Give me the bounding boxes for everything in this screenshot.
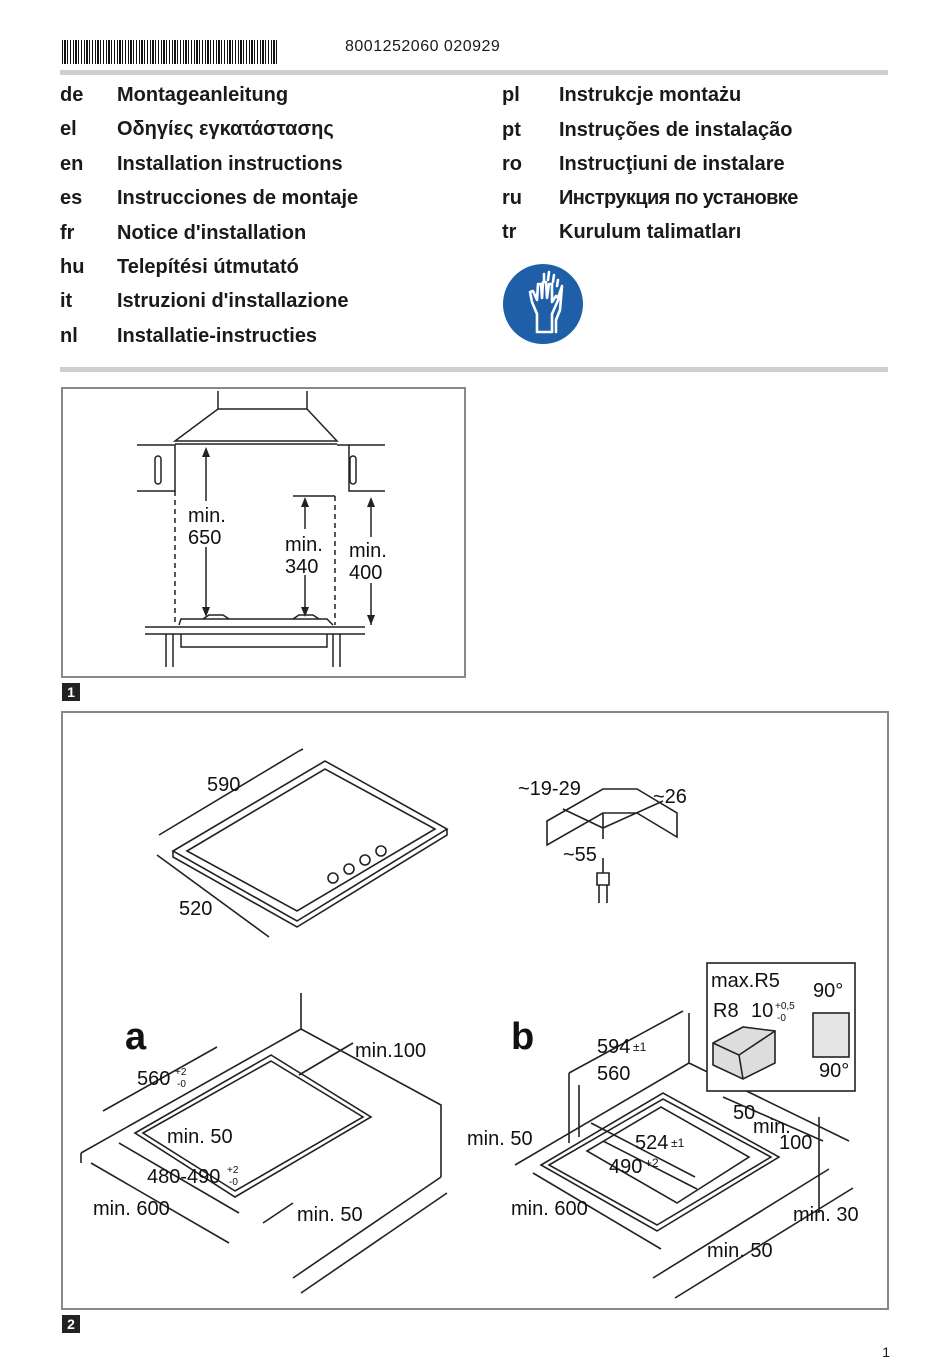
dim-26: ~26 [653, 786, 687, 808]
section-divider [60, 367, 888, 372]
detail-angle-top: 90° [813, 980, 843, 1002]
dim-594: 594 [597, 1036, 630, 1058]
dim-590: 590 [207, 774, 240, 796]
dim-min600: min. 600 [93, 1198, 170, 1220]
detail-10: 10 [751, 1000, 773, 1022]
dim-524: 524 [635, 1132, 668, 1154]
dim-min50-b: min. 50 [297, 1204, 363, 1226]
dim-min30: min. 30 [793, 1204, 859, 1226]
dim-50: 50 [733, 1102, 755, 1124]
dim-560-b: 560 [597, 1063, 630, 1085]
tol-594: ±1 [633, 1040, 647, 1054]
figure-1-number: 1 [62, 683, 80, 701]
label-400: 400 [349, 562, 382, 584]
dim-min50: min. 50 [167, 1126, 233, 1148]
hood-clearance-diagram: min. 650 min. 340 min. 400 [137, 391, 397, 667]
detail-10-tol-bot: -0 [777, 1013, 786, 1024]
tol-560-bot: -0 [177, 1079, 186, 1090]
label-min: min. [285, 534, 323, 556]
figure-2-number: 2 [62, 1315, 80, 1333]
dim-490: 490 [609, 1156, 642, 1178]
figure-2-frame: 590 520 ~19-29 ~26 ~55 a min.100 560 +2 … [61, 711, 889, 1310]
dim-560: 560 [137, 1068, 170, 1090]
barcode [62, 40, 278, 64]
panel-b-letter: b [511, 1016, 534, 1058]
detail-r8: R8 [713, 1000, 739, 1022]
label-min: min. [188, 505, 226, 527]
dim-min600-b: min. 600 [511, 1198, 588, 1220]
detail-10-tol-top: +0,5 [775, 1001, 795, 1012]
tol-560-top: +2 [175, 1067, 187, 1078]
tol-524: ±1 [671, 1136, 685, 1150]
dim-min50-bottom: min. 50 [707, 1240, 773, 1262]
panel-a-letter: a [125, 1016, 147, 1058]
dim-min100-b: 100 [779, 1132, 812, 1154]
document-number: 8001252060 020929 [345, 38, 501, 55]
label-340: 340 [285, 556, 318, 578]
detail-angle-bottom: 90° [819, 1060, 849, 1082]
dim-520: 520 [179, 898, 212, 920]
header-divider [60, 70, 888, 75]
page-number: 1 [882, 1344, 890, 1360]
tol-480-bot: -0 [229, 1177, 238, 1188]
dim-19-29: ~19-29 [518, 778, 581, 800]
tol-480-top: +2 [227, 1165, 239, 1176]
label-650: 650 [188, 527, 221, 549]
detail-maxr5: max.R5 [711, 970, 780, 992]
tol-490: +2 [645, 1156, 659, 1170]
dim-min100-a: min. [753, 1116, 791, 1138]
wear-gloves-icon [503, 264, 583, 344]
label-min: min. [349, 540, 387, 562]
cutout-dimensions-diagram: 590 520 ~19-29 ~26 ~55 a min.100 560 +2 … [80, 748, 859, 1299]
dim-480-490: 480-490 [147, 1166, 220, 1188]
dim-min50-left: min. 50 [467, 1128, 533, 1150]
figure-1-frame: min. 650 min. 340 min. 400 [61, 387, 466, 678]
dim-min100: min.100 [355, 1040, 426, 1062]
dim-55: ~55 [563, 844, 597, 866]
